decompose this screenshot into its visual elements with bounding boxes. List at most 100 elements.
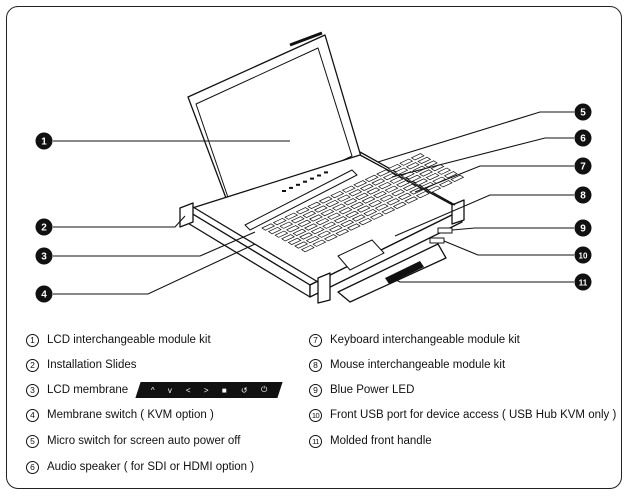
legend-item-6: 6 Audio speaker ( for SDI or HDMI option… — [26, 458, 254, 476]
legend-item-5: 5 Micro switch for screen auto power off — [26, 432, 240, 450]
legend-num-2: 2 — [26, 358, 39, 372]
keyboard-key — [323, 234, 338, 242]
lcd-screen — [195, 47, 353, 213]
keyboard-key — [322, 221, 337, 229]
keyboard-key — [374, 203, 389, 211]
membrane-power-icon: ⏻ — [260, 385, 268, 394]
keyboard-key — [290, 216, 305, 224]
keyboard-key — [312, 239, 327, 247]
leader-5 — [377, 111, 574, 163]
keyboard-key — [279, 221, 294, 229]
keyboard-key — [358, 217, 373, 226]
keyboard-key — [294, 241, 309, 249]
keyboard-key — [427, 185, 442, 193]
keyboard-key — [305, 235, 320, 244]
legend-num-8: 8 — [309, 358, 322, 372]
callout-label-8: 8 — [580, 191, 586, 202]
keyboard-key — [292, 228, 307, 236]
membrane-left-icon: < — [185, 385, 191, 395]
keyboard-key — [353, 180, 368, 188]
touchpad — [337, 239, 385, 271]
keyboard-key — [366, 187, 381, 195]
keyboard-key — [315, 217, 330, 226]
keyboard-key — [317, 230, 332, 238]
keyboard-key — [361, 196, 376, 204]
callout-circle-8 — [574, 186, 592, 204]
legend-text-9: Blue Power LED — [330, 384, 415, 396]
legend-num-1: 1 — [26, 333, 39, 347]
diagram-frame — [6, 6, 622, 489]
callout-circle-1 — [35, 132, 53, 150]
keyboard-key — [307, 201, 322, 209]
keyboard-key — [386, 198, 401, 206]
keyboard-key — [394, 167, 409, 175]
keyboard-key — [318, 196, 333, 204]
keyboard-key — [363, 208, 378, 217]
callout-label-10: 10 — [579, 252, 588, 261]
callout-label-9: 9 — [580, 224, 586, 235]
keyboard-key — [399, 158, 414, 166]
lid-button — [282, 190, 286, 192]
legend-text-8: Mouse interchangeable module kit — [330, 359, 506, 371]
legend-num-5: 5 — [26, 434, 39, 448]
legend-text-11: Molded front handle — [330, 435, 432, 447]
keyboard-grid — [261, 153, 465, 253]
callout-label-5: 5 — [580, 108, 586, 119]
callout-circle-11 — [574, 273, 592, 291]
lid-button — [289, 186, 293, 189]
keyboard-key — [387, 163, 402, 172]
legend-text-5: Micro switch for screen auto power off — [47, 435, 241, 447]
keyboard-key — [330, 190, 345, 199]
keyboard-key — [423, 160, 438, 168]
keyboard-key — [302, 210, 317, 218]
keyboard-key — [295, 207, 310, 215]
callout-circle-9 — [574, 219, 592, 237]
keyboard-key — [368, 199, 383, 208]
keyboard-key — [443, 171, 458, 179]
leader-4 — [53, 243, 256, 295]
leader-11 — [391, 277, 574, 283]
leader-6 — [391, 137, 574, 178]
keyboard-key — [415, 190, 430, 199]
keyboard-key — [410, 153, 425, 161]
lid-button — [324, 171, 328, 174]
keyboard-key — [338, 207, 353, 215]
legend-item-8: 8 Mouse interchangeable module kit — [309, 356, 505, 374]
keyboard-key — [359, 183, 374, 191]
keyboard-key — [376, 169, 391, 177]
legend-text-4: Membrane switch ( KVM option ) — [47, 409, 214, 421]
callout-label-6: 6 — [580, 134, 586, 145]
keyboard-key — [432, 176, 447, 184]
callout-circle-4 — [35, 285, 53, 303]
membrane-down-icon: v — [168, 385, 173, 395]
keyboard-key — [261, 223, 276, 231]
keyboard-key — [354, 192, 369, 200]
front-handle — [337, 243, 447, 303]
keyboard-key — [310, 226, 325, 235]
keyboard-key — [284, 212, 299, 220]
callout-circle-6 — [574, 129, 592, 147]
legend-item-9: 9 Blue Power LED — [309, 381, 414, 399]
callout-circle-7 — [574, 157, 592, 175]
leader-8 — [394, 194, 574, 237]
keyboard-key — [369, 212, 384, 220]
legend-item-10: 10 Front USB port for device access ( US… — [309, 406, 616, 424]
legend-item-3: 3 LCD membrane ^ v < > ■ ↺ ⏻ — [26, 381, 283, 399]
keyboard-key — [389, 176, 404, 184]
legend-text-1: LCD interchangeable module kit — [47, 334, 211, 346]
leader-7 — [414, 165, 574, 193]
keyboard-key — [341, 185, 356, 193]
keyboard-key — [391, 189, 406, 197]
legend-num-3: 3 — [26, 383, 39, 397]
keyboard-key — [343, 198, 358, 206]
keyboard-key — [371, 178, 386, 186]
keyboard-key — [331, 203, 346, 211]
keyboard-key — [335, 228, 350, 236]
keyboard-key — [405, 162, 420, 170]
keyboard-key — [328, 225, 343, 233]
rack-ear-left — [179, 202, 194, 228]
leader-3 — [53, 231, 256, 257]
keyboard-key — [308, 214, 323, 222]
callout-circle-3 — [35, 247, 53, 265]
keyboard-key — [407, 174, 422, 182]
